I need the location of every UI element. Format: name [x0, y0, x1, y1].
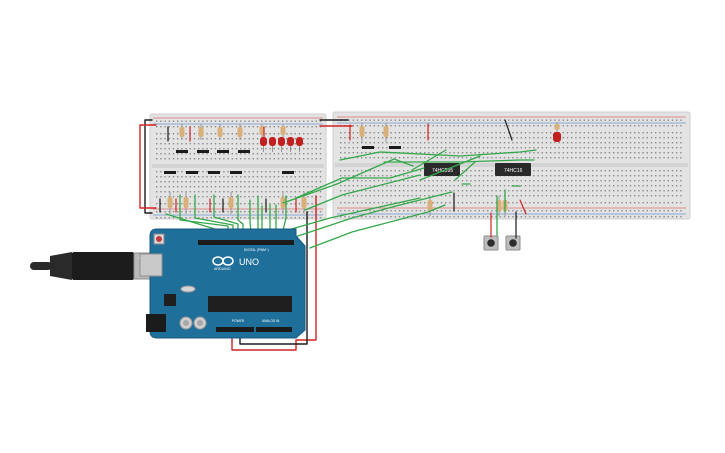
reset-button-icon[interactable] [153, 233, 165, 245]
resistor[interactable] [259, 124, 265, 138]
resistor[interactable] [359, 123, 365, 142]
arduino-infinity-logo-icon [212, 256, 234, 266]
resistor[interactable] [167, 192, 173, 214]
arduino-brand: ARDUINO [214, 267, 231, 271]
power-header [216, 327, 254, 332]
black-component[interactable] [186, 171, 198, 174]
black-component[interactable] [362, 146, 374, 149]
led-red[interactable] [287, 137, 294, 152]
analog-header [256, 327, 292, 332]
resistor[interactable] [496, 196, 502, 216]
black-component[interactable] [238, 150, 250, 153]
led-red[interactable] [278, 137, 285, 152]
push-button[interactable] [505, 235, 521, 251]
atmega-chip [208, 296, 292, 312]
resistor[interactable] [183, 192, 189, 214]
shift-register-chip[interactable]: 74HC595 [424, 163, 460, 176]
shift-register-chip[interactable]: 74HC16 [495, 163, 531, 176]
resistor[interactable] [237, 124, 243, 140]
resistor[interactable] [427, 196, 433, 216]
resistor[interactable] [228, 192, 234, 214]
digital-header-label: DIGITAL (PWM~) [244, 248, 269, 252]
black-component[interactable] [282, 171, 294, 174]
usb-chip [164, 294, 176, 306]
black-component[interactable] [230, 171, 242, 174]
black-component[interactable] [389, 146, 401, 149]
push-button[interactable] [483, 235, 499, 251]
resistor[interactable] [383, 123, 389, 142]
analog-header-label: ANALOG IN [262, 319, 280, 323]
digital-header [198, 240, 294, 245]
left-components [164, 124, 307, 214]
arduino-model: UNO [239, 257, 259, 267]
chip-label: 74HC16 [504, 168, 523, 174]
resistor[interactable] [198, 124, 204, 140]
black-component[interactable] [164, 171, 176, 174]
dc-jack [146, 314, 166, 332]
black-component[interactable] [197, 150, 209, 153]
crystal [180, 285, 196, 293]
black-component[interactable] [208, 171, 220, 174]
led-red[interactable] [553, 122, 561, 142]
arduino-uno-board[interactable]: DIGITAL (PWM~) UNO ARDUINO POWER ANALOG … [139, 228, 306, 339]
resistor[interactable] [179, 124, 185, 140]
black-component[interactable] [217, 150, 229, 153]
usb-port [139, 253, 163, 277]
led-red[interactable] [296, 137, 303, 152]
power-header-label: POWER [232, 319, 245, 323]
black-component[interactable] [176, 150, 188, 153]
power-wires [139, 119, 527, 351]
resistor[interactable] [280, 124, 286, 138]
led-red[interactable] [260, 137, 267, 152]
resistor[interactable] [217, 124, 223, 140]
led-red[interactable] [269, 137, 276, 152]
